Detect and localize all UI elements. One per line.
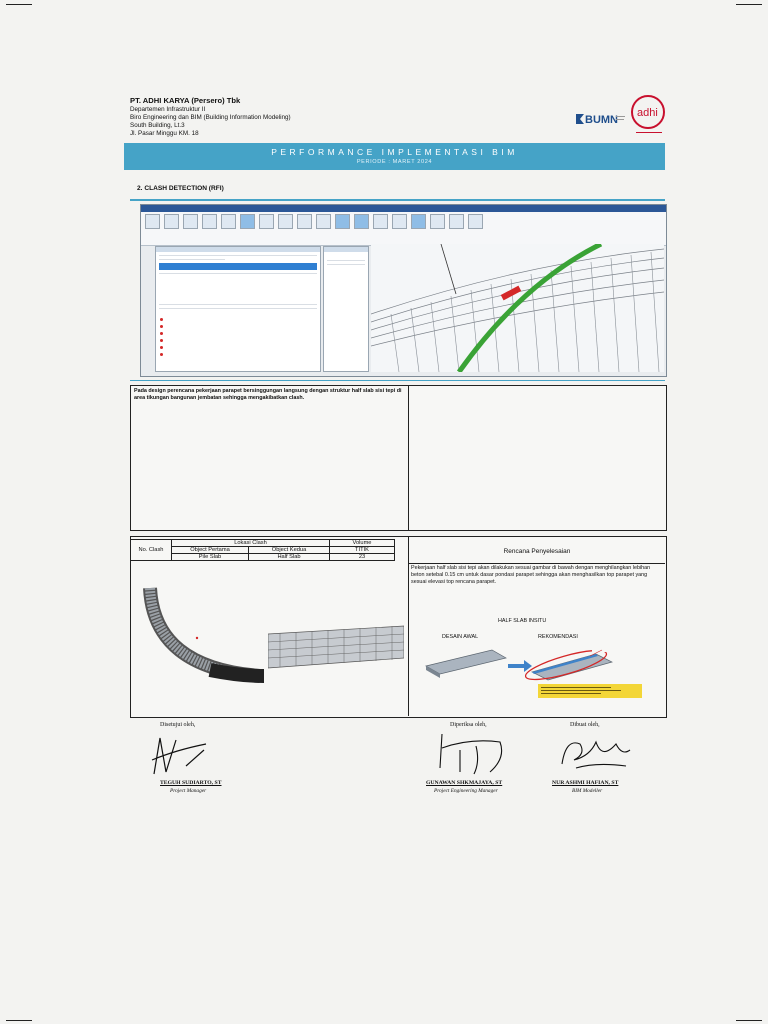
signature-label-checked: Diperiksa oleh,	[450, 722, 487, 728]
signature-label-approved: Disetujui oleh,	[160, 722, 196, 728]
signature-checked	[430, 728, 520, 778]
ribbon-icon	[183, 214, 198, 229]
signature-made	[556, 730, 636, 774]
letterhead: PT. ADHI KARYA (Persero) Tbk Departemen …	[130, 96, 390, 138]
divider-vertical	[408, 536, 409, 716]
clash-element-red	[500, 285, 522, 301]
model-viewport	[370, 241, 665, 374]
adhi-logo-text: adhi	[637, 107, 658, 119]
ribbon-icon	[430, 214, 445, 229]
signature-approved	[146, 730, 226, 780]
ribbon-icon	[411, 214, 426, 229]
banner-period: PERIODE : MARET 2024	[356, 159, 433, 165]
crop-mark	[736, 4, 762, 5]
ribbon-icon	[297, 214, 312, 229]
label-desain-awal: DESAIN AWAL	[442, 634, 479, 640]
solution-text: Pekerjaan half slab sisi tepi akan dilak…	[411, 565, 651, 585]
department: Departemen Infrastruktur II	[130, 106, 206, 113]
adhi-logo: adhi	[628, 94, 672, 138]
bumn-logo-text: BUMN	[585, 114, 618, 126]
banner-title: PERFORMANCE IMPLEMENTASI BIM	[271, 147, 518, 157]
app-ribbon	[141, 212, 666, 246]
bureau: Biro Engineering dan BIM (Building Infor…	[130, 114, 291, 121]
figure-title: HALF SLAB INSITU	[498, 618, 547, 624]
clash-status-dot	[160, 346, 163, 349]
signature-role-approved: Project Manager	[170, 788, 207, 794]
clash-status-dot	[160, 339, 163, 342]
ribbon-icon	[449, 214, 464, 229]
ribbon-icon	[335, 214, 350, 229]
clash-status-dot	[160, 332, 163, 335]
clash-results-list	[156, 312, 320, 358]
bumn-logo: BUMN	[574, 110, 626, 128]
ribbon-icon	[145, 214, 160, 229]
title-banner: PERFORMANCE IMPLEMENTASI BIM PERIODE : M…	[124, 143, 665, 170]
signature-role-made: BIM Modeller	[572, 788, 603, 794]
volume-header: Volume	[329, 539, 395, 547]
clash-status-dot	[160, 318, 163, 321]
panel-titlebar	[156, 247, 320, 252]
signature-name-checked: GUNAWAN SHKMAJAYA, ST	[426, 780, 503, 786]
clash-status-dot	[160, 325, 163, 328]
signature-role-checked: Project Engineering Manager	[434, 788, 498, 794]
bridge-3d-view	[370, 241, 665, 374]
signature-name-approved: TEGUH SUDIARTO, ST	[160, 780, 222, 786]
crop-mark	[6, 1020, 32, 1021]
navisworks-screenshot	[140, 204, 667, 377]
clash-detective-panel	[155, 246, 321, 372]
ribbon-icon	[259, 214, 274, 229]
volume-unit: TITIK	[329, 546, 395, 554]
object2-value: Half Slab	[248, 553, 330, 561]
crop-mark	[6, 4, 32, 5]
ribbon-icon	[468, 214, 483, 229]
ribbon-icon	[392, 214, 407, 229]
label-rekomendasi: REKOMENDASI	[538, 634, 578, 640]
ribbon-icon	[202, 214, 217, 229]
object1-header: Object Pertama	[171, 546, 249, 554]
ribbon-icon	[164, 214, 179, 229]
selected-test-row	[159, 263, 317, 270]
ribbon-icon	[240, 214, 255, 229]
lokasi-clash-header: Lokasi Clash	[171, 539, 330, 547]
description-text: Pada design perencana pekerjaan parapet …	[134, 388, 402, 401]
ribbon-icon	[221, 214, 236, 229]
clash-info-table: No. Clash Lokasi Clash Volume Object Per…	[130, 539, 395, 561]
object2-header: Object Kedua	[248, 546, 330, 554]
volume-value: 23	[329, 553, 395, 561]
clash-status-dot	[160, 353, 163, 356]
clash-3d-image	[267, 622, 405, 674]
company-name: PT. ADHI KARYA (Persero) Tbk	[130, 96, 241, 105]
half-slab-figure: HALF SLAB INSITU DESAIN AWAL REKOMENDASI	[420, 618, 656, 708]
clash-plan-image	[140, 578, 270, 688]
screenshot-rule	[130, 380, 665, 381]
crop-mark	[736, 1020, 762, 1021]
empty-box	[408, 385, 667, 531]
ribbon-icon	[373, 214, 388, 229]
ribbon-icon	[316, 214, 331, 229]
building: South Building, Lt.3	[130, 122, 185, 129]
solution-heading: Rencana Penyelesaian	[503, 548, 571, 555]
solution-heading-box: Rencana Penyelesaian	[409, 539, 665, 564]
clash-element-green	[456, 241, 603, 374]
no-clash-header: No. Clash	[130, 539, 172, 561]
object1-value: Pile Slab	[171, 553, 249, 561]
address: Jl. Pasar Minggu KM. 18	[130, 130, 199, 137]
section-heading: 2. CLASH DETECTION (RFI)	[137, 185, 224, 192]
app-titlebar	[141, 205, 666, 212]
description-box: Pada design perencana pekerjaan parapet …	[130, 385, 409, 531]
section-rule	[130, 199, 665, 201]
signature-label-made: Dibuat oleh,	[570, 722, 600, 728]
signature-name-made: NUR ASHMI HAFIAN, ST	[552, 780, 619, 786]
ribbon-icon	[354, 214, 369, 229]
selection-tree-panel	[323, 246, 369, 372]
ribbon-icon	[278, 214, 293, 229]
